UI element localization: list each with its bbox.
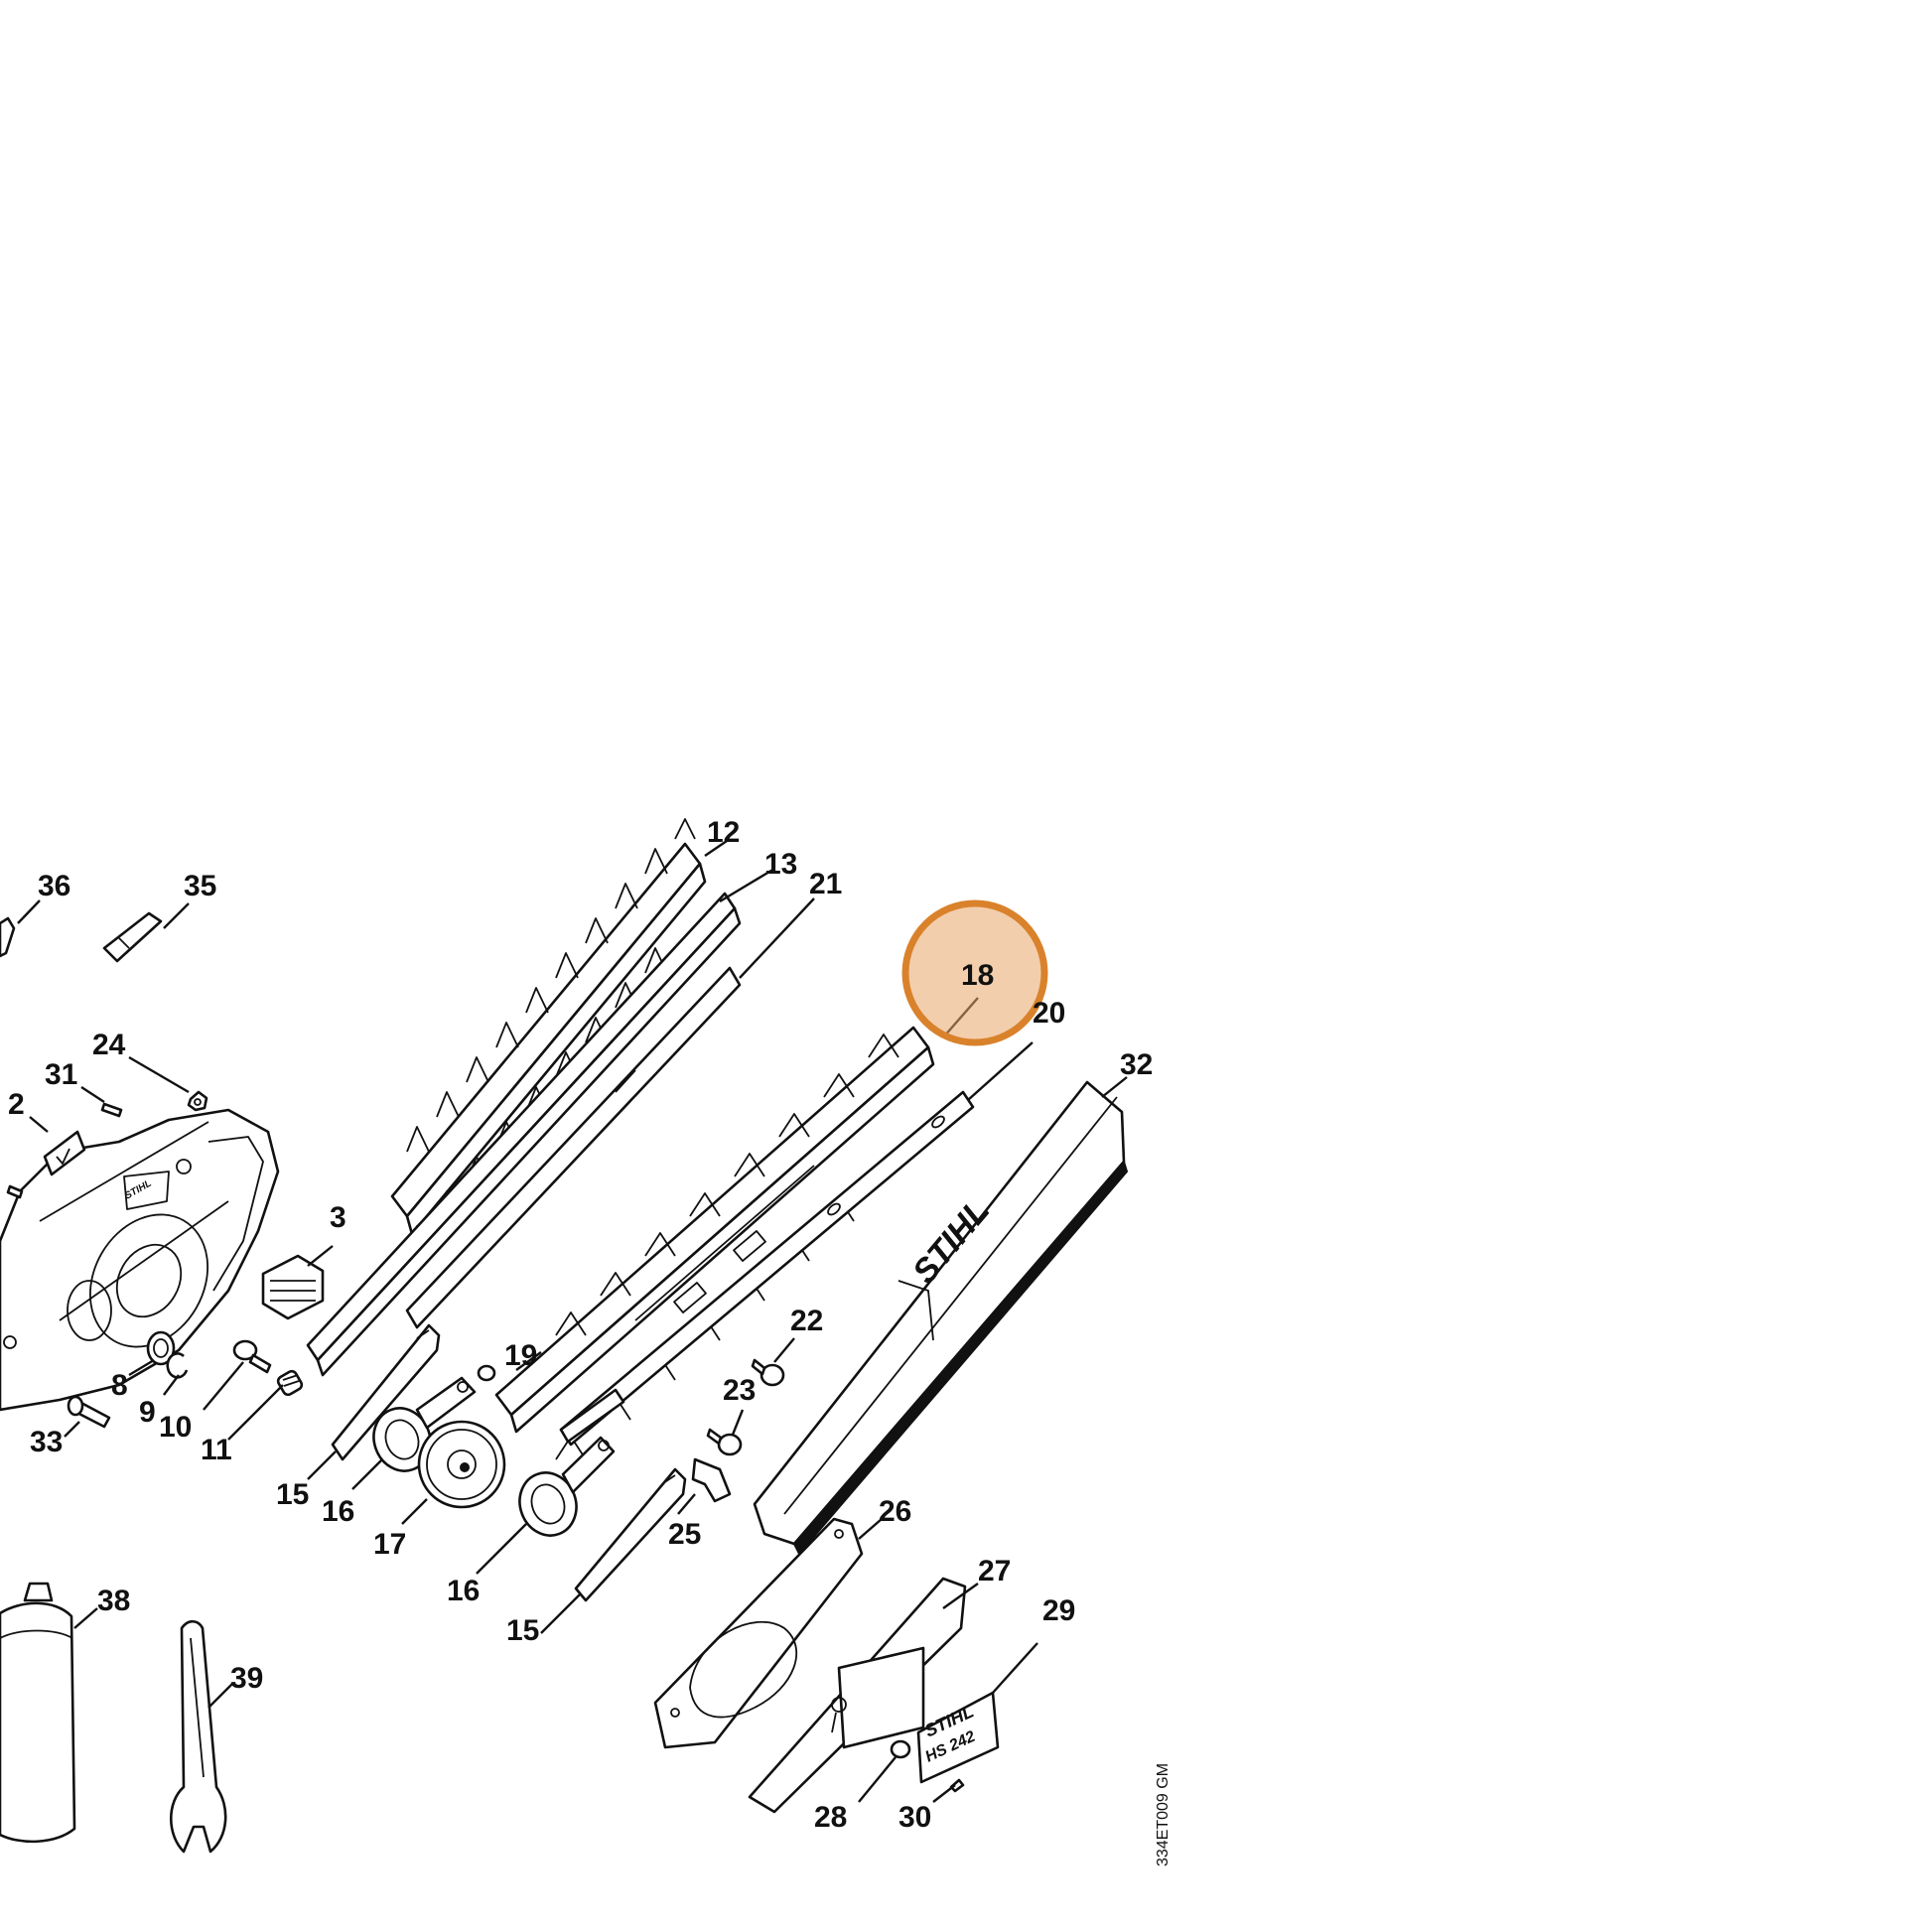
callout-labels: 36 35 24 31 2 3 12 13 21 18 20 32 19 22 … [8,816,1153,1834]
callout-20[interactable]: 20 [1033,997,1065,1030]
part-38-grease-tube [0,1582,76,1844]
callout-15a[interactable]: 15 [276,1478,309,1511]
callout-12[interactable]: 12 [707,816,740,849]
callout-31[interactable]: 31 [45,1058,77,1091]
part-16-link-lower [518,1436,616,1537]
gear-housing: STIHL [0,1108,280,1412]
callout-24[interactable]: 24 [92,1029,126,1061]
part-27-gear-cover [748,1577,967,1814]
callout-15b[interactable]: 15 [506,1614,539,1647]
part-16-link-upper [372,1376,477,1472]
part-15-plate-lower [574,1467,687,1602]
part-2-plate [43,1130,86,1176]
part-10-bolt [232,1339,272,1374]
callout-26[interactable]: 26 [879,1495,911,1528]
part-36-clip [0,916,16,958]
part-3-filter [261,1254,325,1320]
callout-27[interactable]: 27 [978,1555,1011,1587]
callout-28[interactable]: 28 [814,1801,847,1834]
part-9-circlip [166,1352,189,1379]
part-11-bearing [276,1369,304,1397]
part-24-nut [187,1090,208,1112]
callout-22[interactable]: 22 [790,1305,823,1337]
callout-21[interactable]: 21 [809,868,842,900]
part-22-screw [751,1358,785,1387]
part-17-gear [417,1420,506,1509]
callout-33[interactable]: 33 [30,1426,63,1458]
part-23-screw [706,1428,743,1456]
part-33-screw [67,1395,111,1429]
callout-16a[interactable]: 16 [322,1495,354,1528]
callout-36[interactable]: 36 [38,870,70,902]
callout-35[interactable]: 35 [184,870,216,902]
callout-30[interactable]: 30 [898,1801,931,1834]
part-26-gasket [653,1517,864,1749]
highlight-circle[interactable] [901,899,1048,1046]
part-39-wrench [170,1619,227,1854]
part-29-model-decal: STIHL HS 242 [916,1691,1000,1784]
callout-25[interactable]: 25 [668,1518,701,1551]
callout-38[interactable]: 38 [97,1585,130,1617]
part-28-screw [890,1739,911,1759]
part-35-bracket [102,911,163,963]
part-21-bar [405,966,742,1329]
part-small-screw [6,1184,24,1199]
part-31-screw [100,1102,123,1118]
part-18-lower-blade [494,1026,935,1460]
part-8-ring [146,1330,176,1366]
callout-17[interactable]: 17 [373,1528,406,1561]
callout-3[interactable]: 3 [330,1201,346,1234]
callout-2[interactable]: 2 [8,1088,25,1121]
callout-32[interactable]: 32 [1120,1048,1153,1081]
callout-16b[interactable]: 16 [447,1575,480,1607]
drawing-id: 334ET009 GM [1155,1763,1172,1866]
part-13-bar [306,892,742,1377]
callout-29[interactable]: 29 [1042,1594,1075,1627]
part-25-stop [691,1457,732,1503]
callout-23[interactable]: 23 [723,1374,756,1407]
callout-18[interactable]: 18 [961,959,994,992]
callout-8[interactable]: 8 [111,1369,128,1402]
callout-10[interactable]: 10 [159,1411,192,1444]
part-19-pin [477,1364,496,1382]
part-30-pin [949,1778,965,1793]
callout-39[interactable]: 39 [230,1662,263,1695]
callout-11[interactable]: 11 [201,1434,232,1466]
callout-19[interactable]: 19 [504,1339,537,1372]
callout-9[interactable]: 9 [139,1396,156,1429]
part-plate-middle [559,1388,625,1444]
part-15-plate-upper [331,1323,441,1461]
callout-13[interactable]: 13 [764,848,797,881]
